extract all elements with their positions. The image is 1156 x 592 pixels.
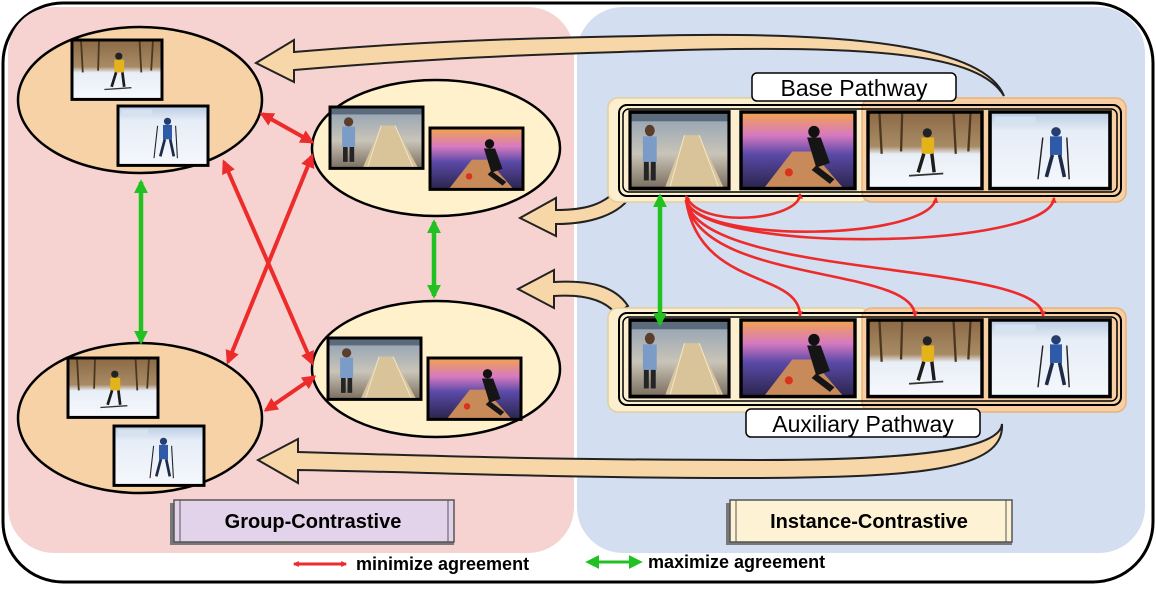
thumb-bowl2-bottom xyxy=(426,356,523,421)
base-clip-bowling-2 xyxy=(739,110,857,191)
instance-contrastive-title-box xyxy=(726,499,1013,545)
thumb-ski1-top xyxy=(70,38,164,101)
auxiliary-pathway-label-box xyxy=(745,408,981,438)
base-clip-bowling-1 xyxy=(628,110,731,191)
auxiliary-pathway-label: Auxiliary Pathway xyxy=(772,411,954,437)
thumb-ski2-top xyxy=(116,104,210,167)
aux-clip-skiing-1 xyxy=(866,318,984,399)
red-arrow-bowl-bottom-ski-bottom xyxy=(263,375,317,412)
curve-arrow-aux-to-bowling-bottom xyxy=(515,268,630,316)
aux-clip-bowling-1 xyxy=(628,318,731,399)
aux-clip-bowling-2 xyxy=(739,318,857,399)
group-contrastive-title: Group-Contrastive xyxy=(225,511,402,533)
red-arrow-ski-top-bowl-top xyxy=(259,112,315,144)
base-pathway-label: Base Pathway xyxy=(780,75,928,101)
thumb-bowl2-top xyxy=(428,126,525,191)
instance-contrastive-title: Instance-Contrastive xyxy=(770,511,968,533)
legend-minimize-label: minimize agreement xyxy=(356,554,529,574)
thumb-bowl1-bottom xyxy=(326,336,423,401)
thumb-bowl1-top xyxy=(328,105,425,170)
legend-maximize-label: maximize agreement xyxy=(648,552,825,572)
red-arrow-bowl-top-ski-bottom xyxy=(225,153,315,365)
red-arrows-instance xyxy=(684,192,1057,318)
thumb-ski1-bottom xyxy=(66,356,160,419)
curve-arrow-aux-to-bottom-left xyxy=(255,423,1004,485)
curve-arrow-base-to-bowling-top xyxy=(517,184,634,238)
base-pathway-label-box xyxy=(751,72,957,102)
group-contrastive-title-box xyxy=(170,499,455,545)
aux-clip-skiing-2 xyxy=(988,318,1112,399)
thumb-ski2-bottom xyxy=(112,424,206,487)
base-clip-skiing-1 xyxy=(866,110,984,191)
curve-arrow-base-to-top-left xyxy=(253,33,1005,97)
base-clip-skiing-2 xyxy=(988,110,1112,191)
